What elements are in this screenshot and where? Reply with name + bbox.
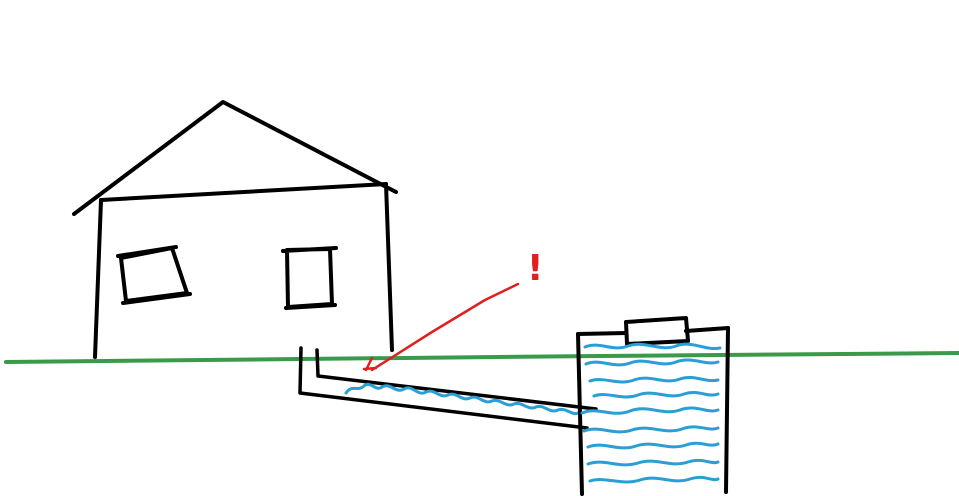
arrow-head — [362, 356, 378, 372]
tank-left-wall — [576, 332, 584, 496]
pipe-bottom-edge — [298, 346, 589, 430]
house-window-right — [281, 246, 338, 310]
house-eave — [99, 182, 388, 202]
tank-water — [580, 342, 722, 484]
house-window-left — [116, 245, 192, 305]
ground-line — [4, 351, 959, 364]
house-left-wall — [93, 198, 103, 359]
house-roof — [72, 100, 398, 216]
pipe-water — [344, 382, 580, 416]
tank-lid — [624, 316, 690, 346]
house-right-wall — [384, 182, 394, 352]
warning-arrow — [362, 282, 520, 372]
pipe-top-edge — [315, 348, 598, 411]
sewer-pipe — [298, 346, 598, 430]
tank-top — [576, 326, 730, 336]
exclamation-mark: ! — [527, 248, 544, 289]
septic-tank — [576, 316, 730, 496]
arrow-shaft — [370, 282, 520, 372]
tank-right-wall — [724, 326, 730, 494]
house — [72, 100, 398, 359]
